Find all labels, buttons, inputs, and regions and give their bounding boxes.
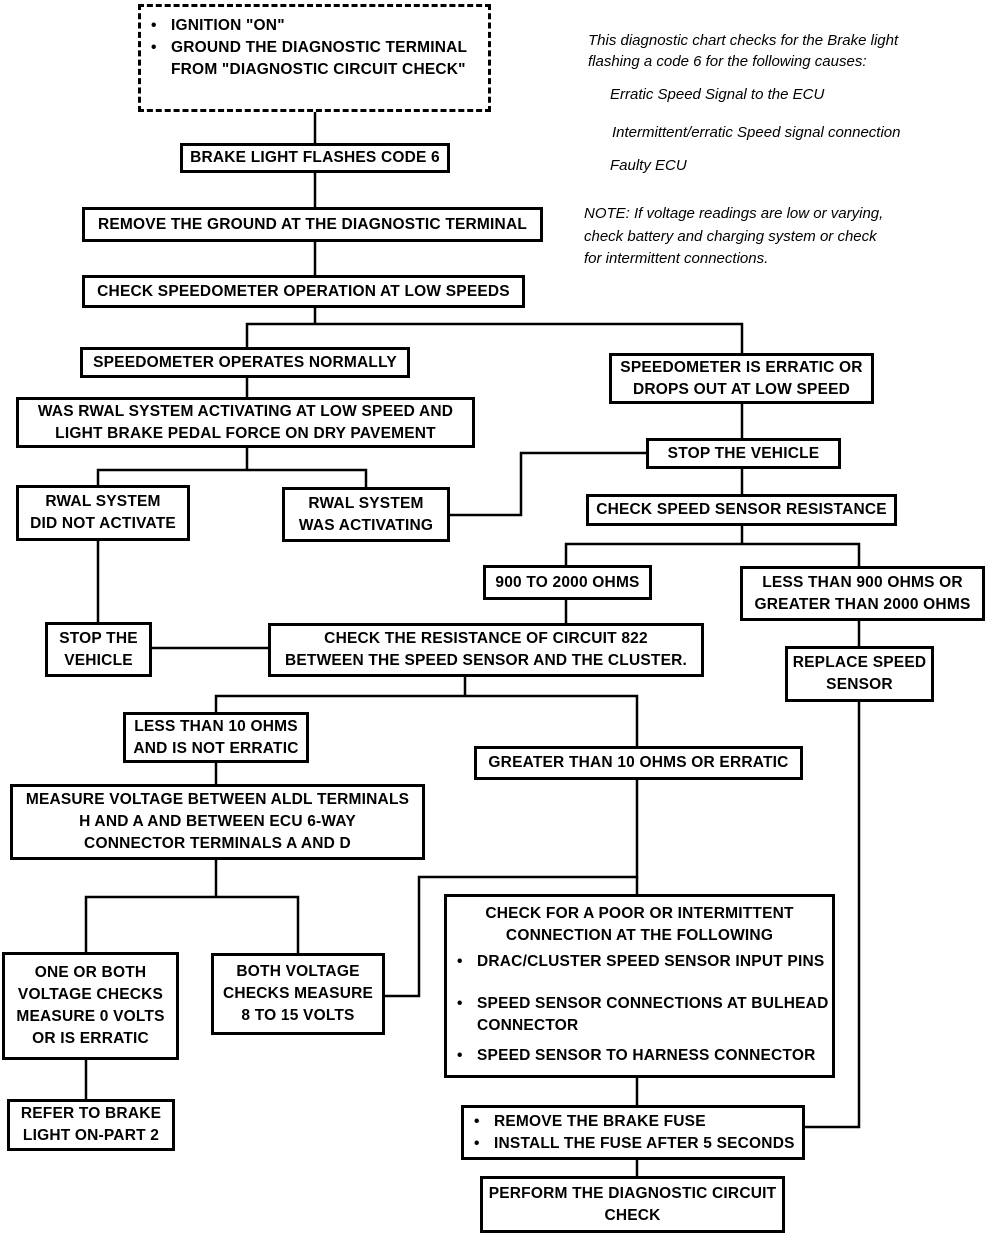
connector-speedo-split bbox=[245, 308, 744, 353]
voltage-note-line-2: check battery and charging system or che… bbox=[584, 228, 877, 245]
measure-voltage-box: MEASURE VOLTAGE BETWEEN ALDL TERMINALS H… bbox=[10, 784, 425, 860]
one-or-both-zero-volts-box: ONE OR BOTH VOLTAGE CHECKS MEASURE 0 VOL… bbox=[2, 952, 179, 1060]
bullet-ignition-on: IGNITION "ON" bbox=[171, 17, 285, 34]
check-poor-connection-box: CHECK FOR A POOR OR INTERMITTENT CONNECT… bbox=[444, 894, 835, 1078]
less-than-10-ohms-box: LESS THAN 10 OHMS AND IS NOT ERRATIC bbox=[123, 712, 309, 763]
rwal-was-activating-box: RWAL SYSTEM WAS ACTIVATING bbox=[282, 487, 450, 542]
connector-sensor-split bbox=[564, 526, 861, 566]
intro-note-line-2: flashing a code 6 for the following caus… bbox=[588, 53, 867, 70]
voltage-note-line-1: NOTE: If voltage readings are low or var… bbox=[584, 205, 884, 222]
greater-than-10-ohms-box: GREATER THAN 10 OHMS OR ERRATIC bbox=[474, 746, 803, 780]
both-measure-8-15-volts-box: BOTH VOLTAGE CHECKS MEASURE 8 to 15 VOLT… bbox=[211, 953, 385, 1035]
cause-erratic-signal: Erratic Speed Signal to the ECU bbox=[610, 86, 825, 103]
check-sensor-resistance-box: CHECK SPEED SENSOR RESISTANCE bbox=[586, 494, 897, 526]
cause-intermittent-connection: Intermittent/erratic Speed signal connec… bbox=[612, 124, 901, 141]
replace-speed-sensor-box: REPLACE SPEED SENSOR bbox=[785, 646, 934, 702]
install-fuse-step: INSTALL THE FUSE AFTER 5 SECONDS bbox=[494, 1134, 795, 1152]
remove-fuse-step: REMOVE THE BRAKE FUSE bbox=[494, 1112, 706, 1130]
connector-measure-split bbox=[84, 860, 300, 953]
refer-brake-light-part2-box: REFER TO BRAKE LIGHT ON-PART 2 bbox=[7, 1099, 175, 1151]
connector-replace-to-fuse bbox=[805, 702, 861, 1129]
poor-connection-item-2: •SPEED SENSOR CONNECTIONS AT BULHEAD bbox=[457, 995, 829, 1012]
check-speedometer-box: CHECK SPEEDOMETER OPERATION AT LOW SPEED… bbox=[82, 275, 525, 308]
poor-connection-item-1: •DRAC/CLUSTER SPEED SENSOR INPUT PINS bbox=[457, 953, 825, 970]
speedometer-normal-box: SPEEDOMETER OPERATES NORMALLY bbox=[80, 347, 410, 378]
perform-diagnostic-check-box: PERFORM THE DIAGNOSTIC CIRCUIT CHECK bbox=[480, 1176, 785, 1233]
brake-light-flashes-box: BRAKE LIGHT FLASHES CODE 6 bbox=[180, 143, 450, 173]
speedometer-erratic-box: SPEEDOMETER IS ERRATIC OR DROPS OUT AT L… bbox=[609, 353, 874, 404]
start-conditions-box: •IGNITION "ON" •GROUND THE DIAGNOSTIC TE… bbox=[138, 4, 491, 112]
rwal-not-activate-box: RWAL SYSTEM DID NOT ACTIVATE bbox=[16, 485, 190, 541]
connector-greater10-down bbox=[385, 780, 639, 998]
remove-ground-box: REMOVE THE GROUND AT THE DIAGNOSTIC TERM… bbox=[82, 207, 543, 242]
intro-note-line-1: This diagnostic chart checks for the Bra… bbox=[588, 32, 899, 49]
poor-connection-item-3: •SPEED SENSOR TO HARNESS CONNECTOR bbox=[457, 1047, 816, 1064]
connector-was-to-stop bbox=[450, 451, 646, 517]
connector-circuit-split bbox=[214, 677, 639, 746]
voltage-note-line-3: for intermittent connections. bbox=[584, 250, 769, 267]
stop-vehicle-right-box: STOP THE VEHICLE bbox=[646, 438, 841, 469]
range-out-of-spec-box: LESS THAN 900 OHMS OR GREATER THAN 2000 … bbox=[740, 566, 985, 621]
cause-faulty-ecu: Faulty ECU bbox=[610, 157, 687, 174]
rwal-question-box: WAS RWAL SYSTEM ACTIVATING AT LOW SPEED … bbox=[16, 397, 475, 448]
stop-vehicle-left-box: STOP THE VEHICLE bbox=[45, 622, 152, 677]
range-900-2000-box: 900 TO 2000 OHMS bbox=[483, 565, 652, 600]
bullet-ground-terminal: GROUND THE DIAGNOSTIC TERMINAL FROM "DIA… bbox=[171, 39, 467, 78]
check-circuit-822-box: CHECK THE RESISTANCE OF CIRCUIT 822 BETW… bbox=[268, 623, 704, 677]
connector-rwal-split bbox=[96, 448, 368, 487]
remove-brake-fuse-box: •REMOVE THE BRAKE FUSE •INSTALL THE FUSE… bbox=[461, 1105, 805, 1160]
